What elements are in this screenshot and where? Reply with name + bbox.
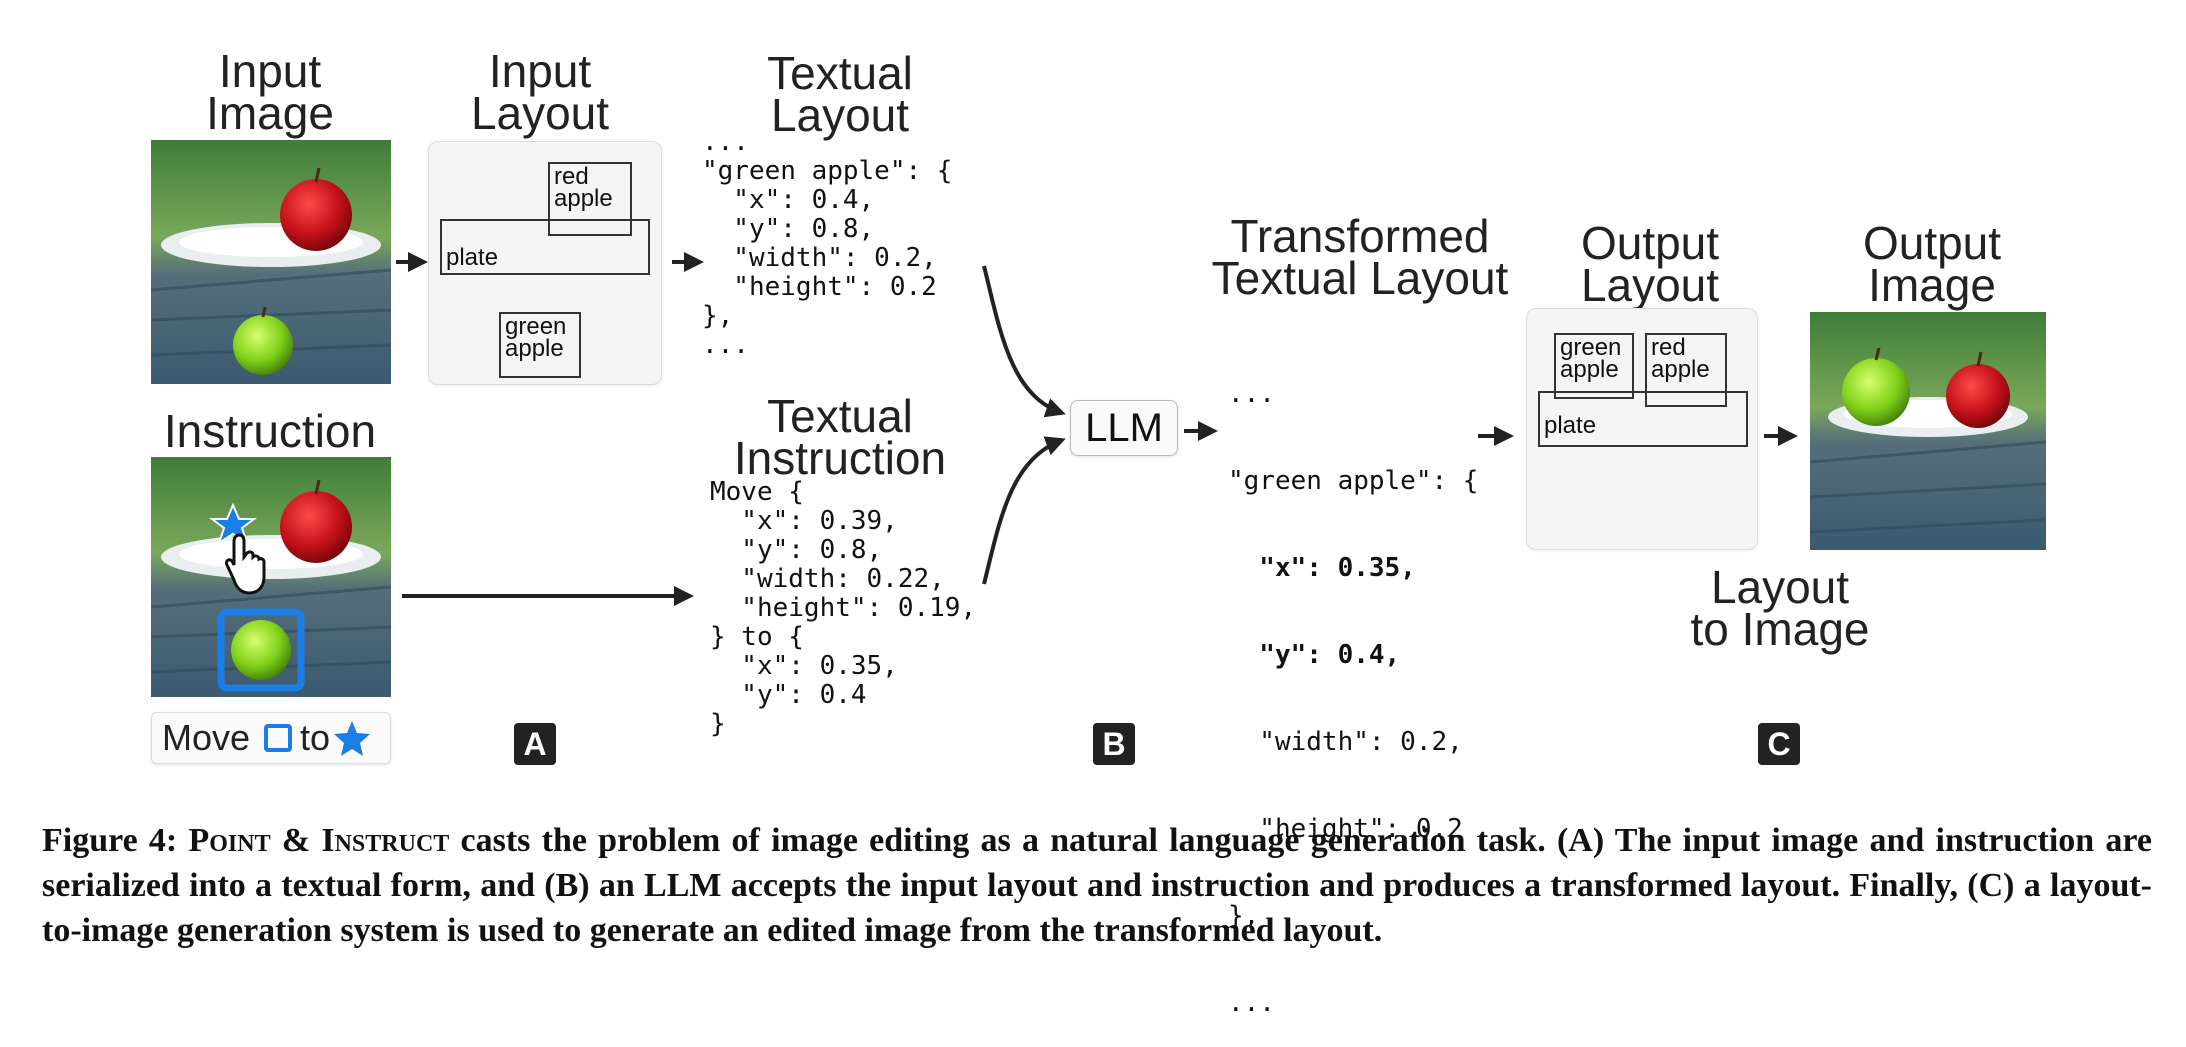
output-layout-panel: green apple red apple plate — [1526, 308, 1758, 550]
badge-a: A — [514, 723, 556, 765]
instruction-image-illustration — [151, 457, 391, 697]
transformed-line: "width": 0.2, — [1228, 727, 1463, 757]
transformed-layout-code: ... "green apple": { "x": 0.35, "y": 0.4… — [1228, 322, 1478, 1047]
badge-b: B — [1093, 723, 1135, 765]
output-layout-red-apple-box: red apple — [1645, 333, 1727, 407]
output-image — [1810, 312, 2046, 550]
heading-input-layout: Input Layout — [470, 45, 610, 139]
textual-instruction-code: Move { "x": 0.39, "y": 0.8, "width: 0.22… — [710, 477, 977, 739]
caption-text: casts the problem of image editing as a … — [42, 822, 2152, 949]
transformed-y-line: "y": 0.4, — [1228, 640, 1401, 670]
heading-input-image: Input Image — [206, 45, 334, 139]
transformed-line: "height": 0.2 — [1228, 814, 1463, 844]
transformed-line: "green apple": { — [1228, 466, 1479, 496]
instruction-image — [151, 457, 391, 697]
output-layout-plate-box: plate — [1538, 391, 1748, 447]
arrow-instruction-to-llm — [982, 436, 1066, 585]
textual-layout-code: ... "green apple": { "x": 0.4, "y": 0.8,… — [702, 127, 953, 360]
heading-layout-to-image: Layout to Image — [1690, 561, 1870, 655]
output-image-illustration — [1810, 312, 2046, 550]
heading-textual-layout: Textual Layout — [767, 47, 913, 141]
caption-system-name: Point & Instruct — [188, 822, 450, 859]
input-layout-panel: red apple plate green apple — [428, 141, 662, 385]
target-star-icon — [334, 721, 371, 756]
output-layout-green-apple-box: green apple — [1554, 333, 1634, 399]
source-box-icon — [264, 724, 293, 752]
figure-caption: Figure 4: Point & Instruct casts the pro… — [42, 818, 2152, 953]
llm-label: LLM — [1085, 406, 1163, 450]
input-layout-red-apple-box: red apple — [548, 162, 632, 236]
input-layout-plate-box: plate — [440, 219, 650, 275]
to-label: to — [300, 717, 331, 758]
instruction-move-bar: Move to — [151, 712, 391, 764]
badge-c: C — [1758, 723, 1800, 765]
transformed-line: ... — [1228, 988, 1275, 1018]
caption-label: Figure 4: — [42, 822, 178, 859]
transformed-line: }, — [1228, 901, 1260, 931]
move-label: Move — [162, 717, 251, 758]
input-layout-green-apple-box: green apple — [499, 312, 581, 378]
transformed-line: ... — [1228, 379, 1275, 409]
transformed-x-line: "x": 0.35, — [1228, 553, 1416, 583]
heading-output-layout: Output Layout — [1580, 217, 1720, 311]
input-image — [151, 140, 391, 384]
heading-textual-instruction: Textual Instruction — [733, 390, 947, 484]
arrow-layout-to-llm — [982, 265, 1066, 418]
heading-output-image: Output Image — [1862, 217, 2002, 311]
input-image-illustration — [151, 140, 391, 384]
llm-box: LLM — [1070, 400, 1178, 456]
heading-transformed-textual-layout: Transformed Textual Layout — [1211, 210, 1509, 304]
heading-instruction: Instruction — [163, 405, 377, 457]
